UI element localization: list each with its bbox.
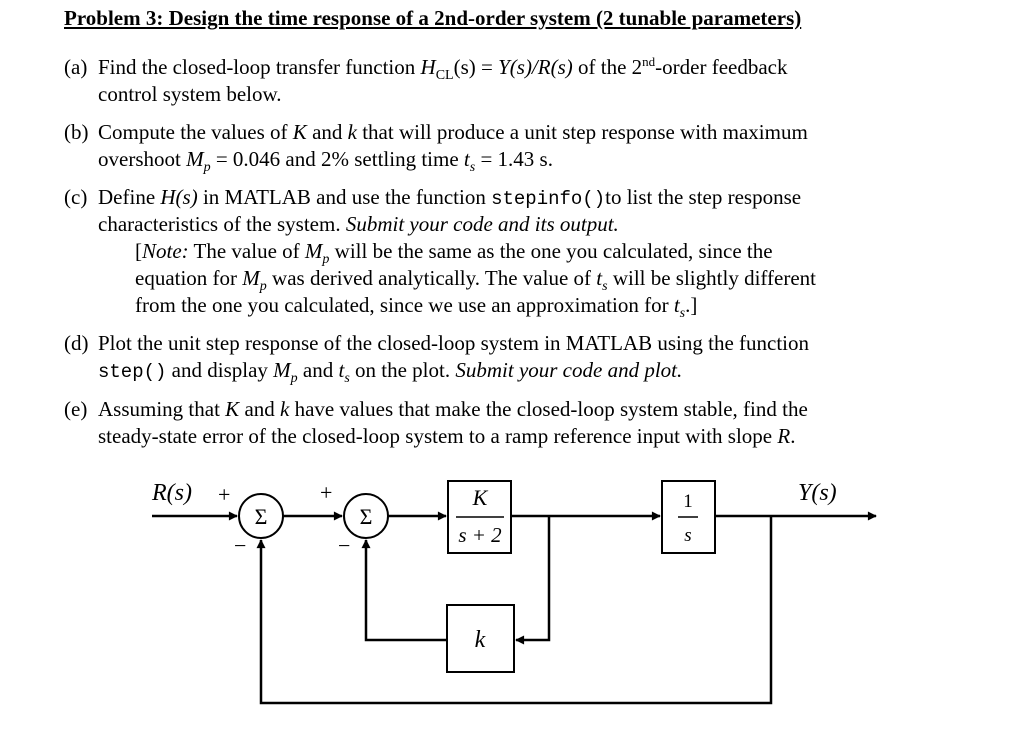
p-subscript: p xyxy=(259,279,267,295)
p-subscript: p xyxy=(203,160,211,176)
part-d-text-3: on the plot. xyxy=(349,358,456,382)
sigma-2: Σ xyxy=(360,504,373,529)
part-d-and: and xyxy=(297,358,339,382)
note-line-2: equation for Mp was derived analytically… xyxy=(135,265,816,295)
ts-symbol: t xyxy=(338,358,345,382)
part-d: (d) Plot the unit step response of the cl… xyxy=(64,330,809,357)
s-subscript: s xyxy=(679,306,686,322)
part-e-text-2: have values that make the closed-loop sy… xyxy=(289,397,808,421)
ts-symbol: t xyxy=(463,147,470,171)
y-over-r: Y(s)/R(s) xyxy=(498,55,573,79)
block1-denominator: s + 2 xyxy=(458,523,502,547)
problem-title: Problem 3: Design the time response of a… xyxy=(64,6,802,30)
settling-value: = 1.43 s. xyxy=(475,147,553,171)
part-a-text-4: -order feedback xyxy=(655,55,788,79)
settling-text: = 0.046 and 2% settling time xyxy=(210,147,464,171)
input-label: R(s) xyxy=(151,480,192,506)
part-d-line-2: step() and display Mp and ts on the plot… xyxy=(98,357,682,386)
unity-feedback-path xyxy=(256,516,773,705)
part-b-label: (b) xyxy=(64,120,89,144)
note-text-2: will be the same as the one you calculat… xyxy=(329,239,773,263)
overshoot-text: overshoot xyxy=(98,147,187,171)
submit-instruction: Submit your code and plot. xyxy=(455,358,683,382)
cl-subscript: CL xyxy=(435,68,454,84)
part-b: (b) Compute the values of K and k that wi… xyxy=(64,119,808,146)
minus-sign-2: − xyxy=(338,533,350,558)
note-text-3: equation for xyxy=(135,266,243,290)
part-b-line-2: overshoot Mp = 0.046 and 2% settling tim… xyxy=(98,146,553,176)
note-text-6: from the one you calculated, since we us… xyxy=(135,293,674,317)
note-text-4: was derived analytically. The value of xyxy=(266,266,597,290)
note-text-5: will be slightly different xyxy=(607,266,816,290)
part-a: (a) Find the closed-loop transfer functio… xyxy=(64,54,788,84)
plus-sign-1: + xyxy=(218,482,230,507)
inner-feedback-path xyxy=(515,516,551,645)
integrator-numerator: 1 xyxy=(683,491,693,512)
k-gain-symbol: K xyxy=(292,120,307,144)
part-d-text-2: and display xyxy=(166,358,274,382)
mp-symbol: M xyxy=(186,147,204,171)
r-slope-symbol: R xyxy=(777,424,791,448)
part-a-text-2: (s) = xyxy=(453,55,499,79)
note-end: .] xyxy=(685,293,698,317)
part-d-text: Plot the unit step response of the close… xyxy=(98,331,810,355)
part-c-text-3: to list the step response xyxy=(605,185,802,209)
part-a-text-3: of the 2 xyxy=(572,55,643,79)
k-gain-symbol: K xyxy=(225,397,240,421)
part-c-text: Define xyxy=(98,185,161,209)
mp-symbol: M xyxy=(242,266,260,290)
part-c: (c) Define H(s) in MATLAB and use the fun… xyxy=(64,184,801,213)
part-a-text: Find the closed-loop transfer function xyxy=(98,55,421,79)
part-b-text: Compute the values of xyxy=(98,120,293,144)
mp-symbol: M xyxy=(273,358,291,382)
part-c-text-2: in MATLAB and use the function xyxy=(197,185,492,209)
feedback-gain-label: k xyxy=(475,627,486,653)
stepinfo-code: stepinfo() xyxy=(491,188,606,210)
part-b-text-2: that will produce a unit step response w… xyxy=(356,120,808,144)
part-b-and: and xyxy=(306,120,348,144)
p-subscript: p xyxy=(322,252,330,268)
note-bracket: [ xyxy=(135,239,142,263)
minus-sign-1: − xyxy=(234,533,246,558)
part-e-and: and xyxy=(239,397,281,421)
k-feedback-symbol: k xyxy=(280,397,290,421)
part-a-label: (a) xyxy=(64,55,88,79)
part-c-label: (c) xyxy=(64,185,88,209)
block1-numerator: K xyxy=(472,485,489,510)
feedback-gain-block xyxy=(446,604,515,673)
part-c-line-2: characteristics of the system. Submit yo… xyxy=(98,211,619,238)
integrator-denominator: s xyxy=(684,525,691,546)
part-e-text: Assuming that xyxy=(98,397,226,421)
part-e-line-2: steady-state error of the closed-loop sy… xyxy=(98,423,795,450)
s-subscript: s xyxy=(344,371,350,387)
hs-symbol: H(s) xyxy=(160,185,198,209)
s-subscript: s xyxy=(469,160,476,176)
part-c-text-4: characteristics of the system. xyxy=(98,212,346,236)
output-label: Y(s) xyxy=(798,480,837,506)
step-code: step() xyxy=(98,361,167,383)
part-e: (e) Assuming that K and k have values tha… xyxy=(64,396,808,423)
part-e-end: . xyxy=(790,424,796,448)
part-e-text-3: steady-state error of the closed-loop sy… xyxy=(98,424,778,448)
note-text: The value of xyxy=(188,239,305,263)
block-diagram: R(s) Y(s) + + − − Σ Σ K s + 2 1 s k xyxy=(151,480,877,705)
ts-symbol: t xyxy=(596,266,603,290)
ts-symbol: t xyxy=(673,293,680,317)
nd-superscript: nd xyxy=(642,54,656,69)
h-symbol: H xyxy=(420,55,436,79)
k-feedback-symbol: k xyxy=(347,120,357,144)
part-e-label: (e) xyxy=(64,397,88,421)
gain-to-junction2-path xyxy=(361,539,447,642)
plus-sign-2: + xyxy=(320,480,332,505)
note-line-1: [Note: The value of Mp will be the same … xyxy=(135,238,773,268)
s-subscript: s xyxy=(602,279,608,295)
part-a-line-2: control system below. xyxy=(98,82,282,106)
mp-symbol: M xyxy=(304,239,323,263)
note-line-3: from the one you calculated, since we us… xyxy=(135,292,698,322)
part-d-label: (d) xyxy=(64,331,89,355)
sigma-1: Σ xyxy=(255,504,268,529)
submit-instruction: Submit your code and its output. xyxy=(345,212,619,236)
note-label: Note: xyxy=(142,239,189,263)
p-subscript: p xyxy=(290,371,298,387)
